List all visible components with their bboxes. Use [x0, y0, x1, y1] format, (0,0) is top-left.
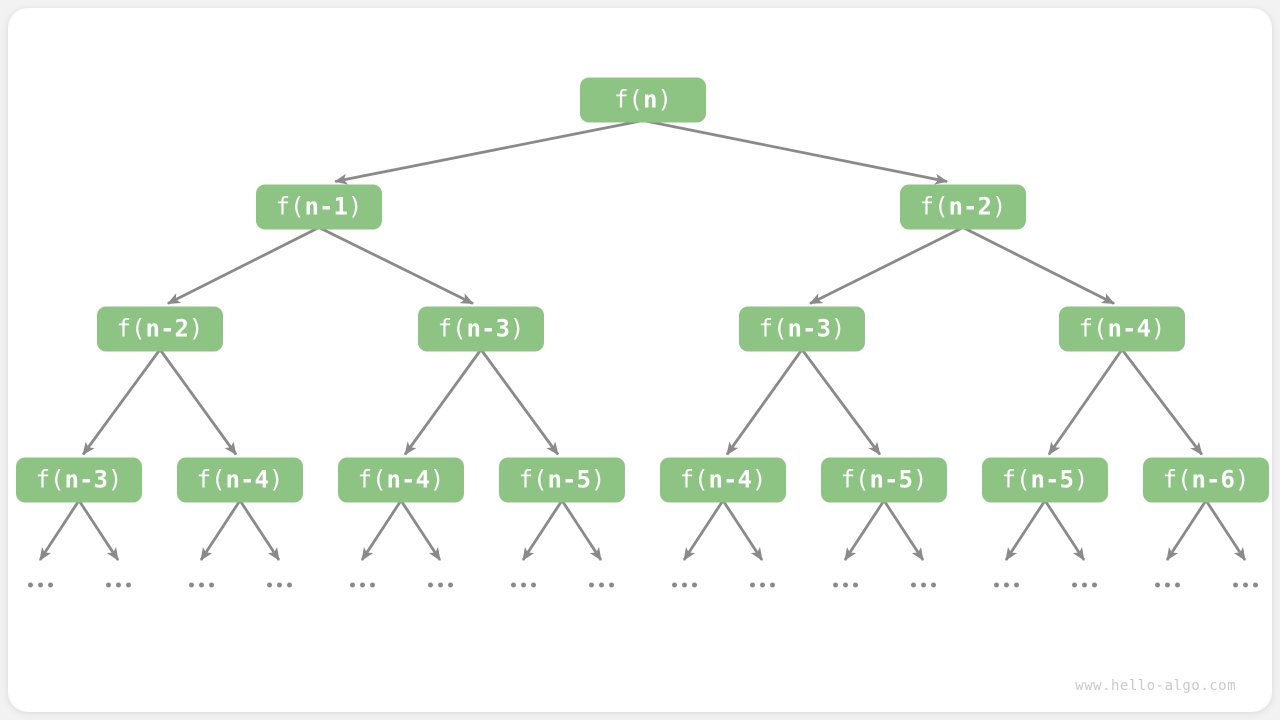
- tree-node: f(n-5): [821, 457, 947, 503]
- ellipsis-dot: [749, 582, 755, 588]
- ellipsis-dot: [930, 582, 936, 588]
- ellipsis-dot: [1252, 582, 1258, 588]
- ellipsis-dot: [105, 582, 111, 588]
- ellipsis-dot: [1091, 582, 1097, 588]
- ellipsis-dot: [359, 582, 365, 588]
- ellipsis-dot: [681, 582, 687, 588]
- watermark: www.hello-algo.com: [1075, 678, 1236, 694]
- tree-node: f(n-1): [256, 184, 382, 230]
- ellipsis: [747, 582, 777, 588]
- ellipsis-dot: [769, 582, 775, 588]
- ellipsis-dot: [842, 582, 848, 588]
- tree-node: f(n-6): [1143, 457, 1269, 503]
- ellipsis-dot: [993, 582, 999, 588]
- tree-node: f(n-4): [338, 457, 464, 503]
- tree-node: f(n-3): [418, 306, 544, 352]
- ellipsis-dot: [125, 582, 131, 588]
- tree-node: f(n-4): [660, 457, 786, 503]
- ellipsis-dot: [1242, 582, 1248, 588]
- ellipsis-dot: [1081, 582, 1087, 588]
- ellipsis: [186, 582, 216, 588]
- tree-node: f(n-5): [982, 457, 1108, 503]
- ellipsis-dot: [671, 582, 677, 588]
- ellipsis: [669, 582, 699, 588]
- ellipsis-dot: [369, 582, 375, 588]
- ellipsis-dot: [1071, 582, 1077, 588]
- ellipsis-dot: [1013, 582, 1019, 588]
- ellipsis-dot: [266, 582, 272, 588]
- ellipsis: [908, 582, 938, 588]
- ellipsis-dot: [286, 582, 292, 588]
- ellipsis-dot: [520, 582, 526, 588]
- ellipsis-dot: [1174, 582, 1180, 588]
- ellipsis-dot: [598, 582, 604, 588]
- ellipsis-dot: [427, 582, 433, 588]
- ellipsis: [25, 582, 55, 588]
- ellipsis: [508, 582, 538, 588]
- tree-node: f(n-4): [177, 457, 303, 503]
- ellipsis-dot: [510, 582, 516, 588]
- tree-node: f(n-5): [499, 457, 625, 503]
- ellipsis: [347, 582, 377, 588]
- ellipsis-dot: [1003, 582, 1009, 588]
- ellipsis-dot: [198, 582, 204, 588]
- ellipsis: [425, 582, 455, 588]
- ellipsis-dot: [27, 582, 33, 588]
- ellipsis-dot: [1164, 582, 1170, 588]
- ellipsis-dot: [115, 582, 121, 588]
- tree-node: f(n-3): [739, 306, 865, 352]
- ellipsis-dot: [437, 582, 443, 588]
- ellipsis: [264, 582, 294, 588]
- ellipsis-dot: [852, 582, 858, 588]
- ellipsis-dot: [530, 582, 536, 588]
- ellipsis-dot: [47, 582, 53, 588]
- tree-node: f(n-2): [97, 306, 223, 352]
- ellipsis-dot: [1232, 582, 1238, 588]
- ellipsis-dot: [910, 582, 916, 588]
- ellipsis: [586, 582, 616, 588]
- ellipsis: [1230, 582, 1260, 588]
- ellipsis: [1152, 582, 1182, 588]
- ellipsis: [830, 582, 860, 588]
- ellipsis-dot: [691, 582, 697, 588]
- ellipsis-dot: [276, 582, 282, 588]
- ellipsis-dot: [588, 582, 594, 588]
- ellipsis-dot: [920, 582, 926, 588]
- ellipsis-dot: [1154, 582, 1160, 588]
- ellipsis: [1069, 582, 1099, 588]
- tree-node: f(n-4): [1059, 306, 1185, 352]
- ellipsis-dot: [608, 582, 614, 588]
- ellipsis-dot: [208, 582, 214, 588]
- ellipsis-dot: [349, 582, 355, 588]
- tree-node: f(n-3): [16, 457, 142, 503]
- ellipsis-dot: [832, 582, 838, 588]
- ellipsis: [103, 582, 133, 588]
- ellipsis: [991, 582, 1021, 588]
- ellipsis-dot: [188, 582, 194, 588]
- ellipsis-dot: [447, 582, 453, 588]
- ellipsis-dot: [759, 582, 765, 588]
- tree-node: f(n-2): [900, 184, 1026, 230]
- tree-node: f(n): [580, 77, 706, 123]
- ellipsis-dot: [37, 582, 43, 588]
